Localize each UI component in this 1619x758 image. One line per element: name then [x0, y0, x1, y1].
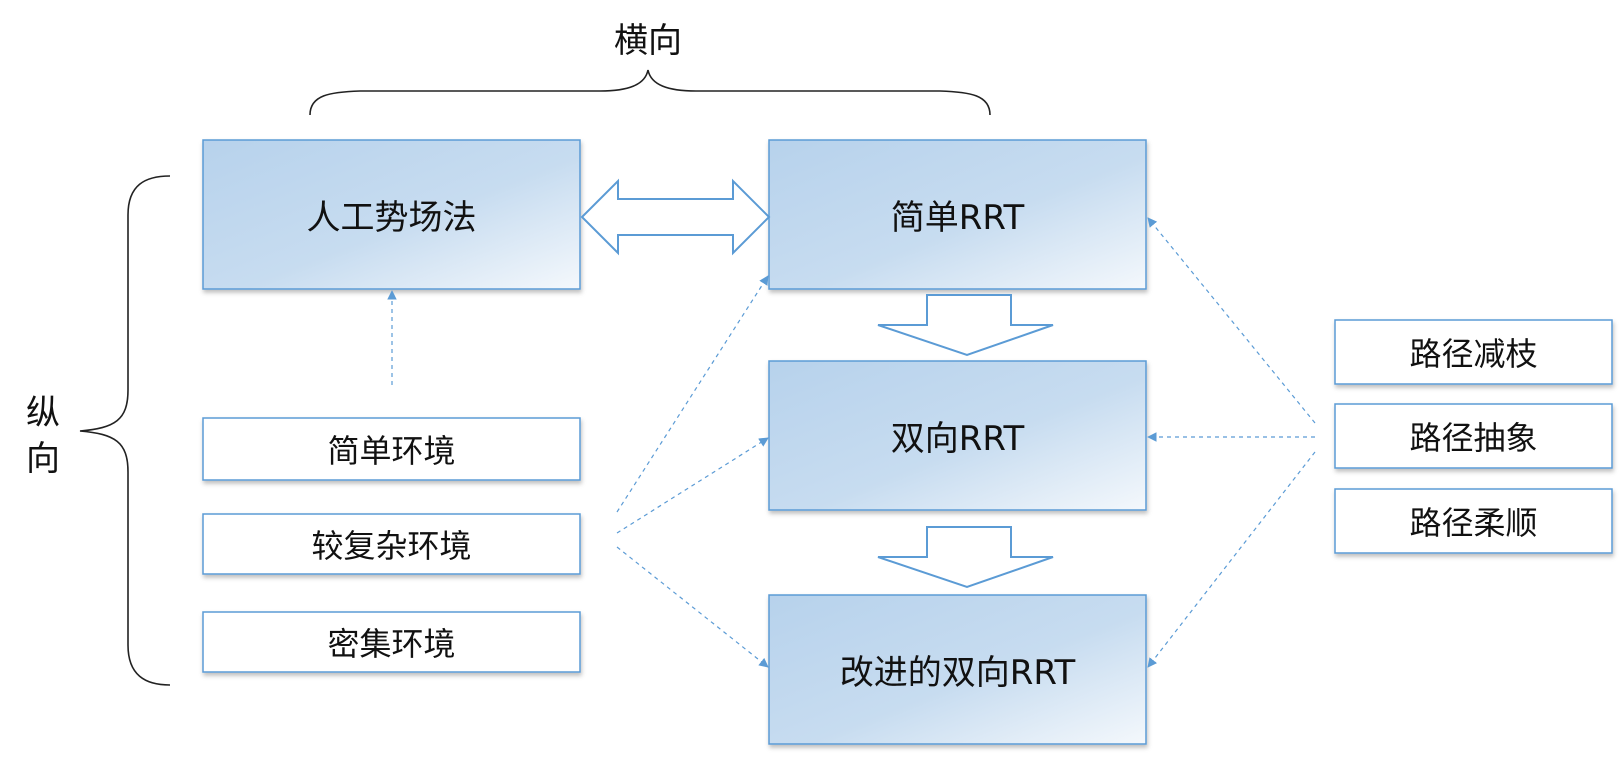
env-label-complex: 较复杂环境 [311, 527, 472, 565]
vertical-label: 纵 向 [26, 393, 60, 479]
post-label-abstraction: 路径抽象 [1409, 419, 1538, 457]
post-box-pruning [1334, 319, 1613, 385]
dashed-env-to-bi-rrt [616, 437, 769, 534]
vertical-brace [79, 175, 171, 686]
down-arrow-2 [877, 526, 1054, 589]
dashed-post-to-improved-rrt [1147, 451, 1316, 668]
horizontal-brace [309, 69, 991, 116]
post-label-smoothing: 路径柔顺 [1409, 504, 1538, 542]
env-label-simple: 简单环境 [327, 432, 456, 470]
env-label-dense: 密集环境 [327, 625, 456, 663]
dashed-env-to-simple-rrt [616, 275, 769, 513]
env-box-complex [202, 513, 581, 575]
bi-rrt-box [768, 360, 1147, 511]
simple-rrt-label: 简单RRT [890, 198, 1025, 238]
dashed-env-to-improved-rrt [616, 546, 769, 668]
dashed-post-to-simple-rrt [1147, 217, 1316, 424]
post-box-smoothing [1334, 488, 1613, 554]
horizontal-label: 横向 [614, 20, 682, 61]
simple-rrt-box [768, 139, 1147, 290]
improved-bi-rrt-label: 改进的双向RRT [839, 653, 1076, 693]
apf-box [202, 139, 581, 290]
env-box-simple [202, 417, 581, 481]
post-box-abstraction [1334, 403, 1613, 469]
bi-rrt-label: 双向RRT [890, 419, 1025, 459]
env-box-dense [202, 611, 581, 673]
double-arrow-apf-rrt [580, 178, 771, 256]
apf-label: 人工势场法 [306, 198, 477, 238]
post-label-pruning: 路径减枝 [1409, 335, 1538, 373]
down-arrow-1 [877, 294, 1054, 357]
improved-bi-rrt-box [768, 594, 1147, 745]
